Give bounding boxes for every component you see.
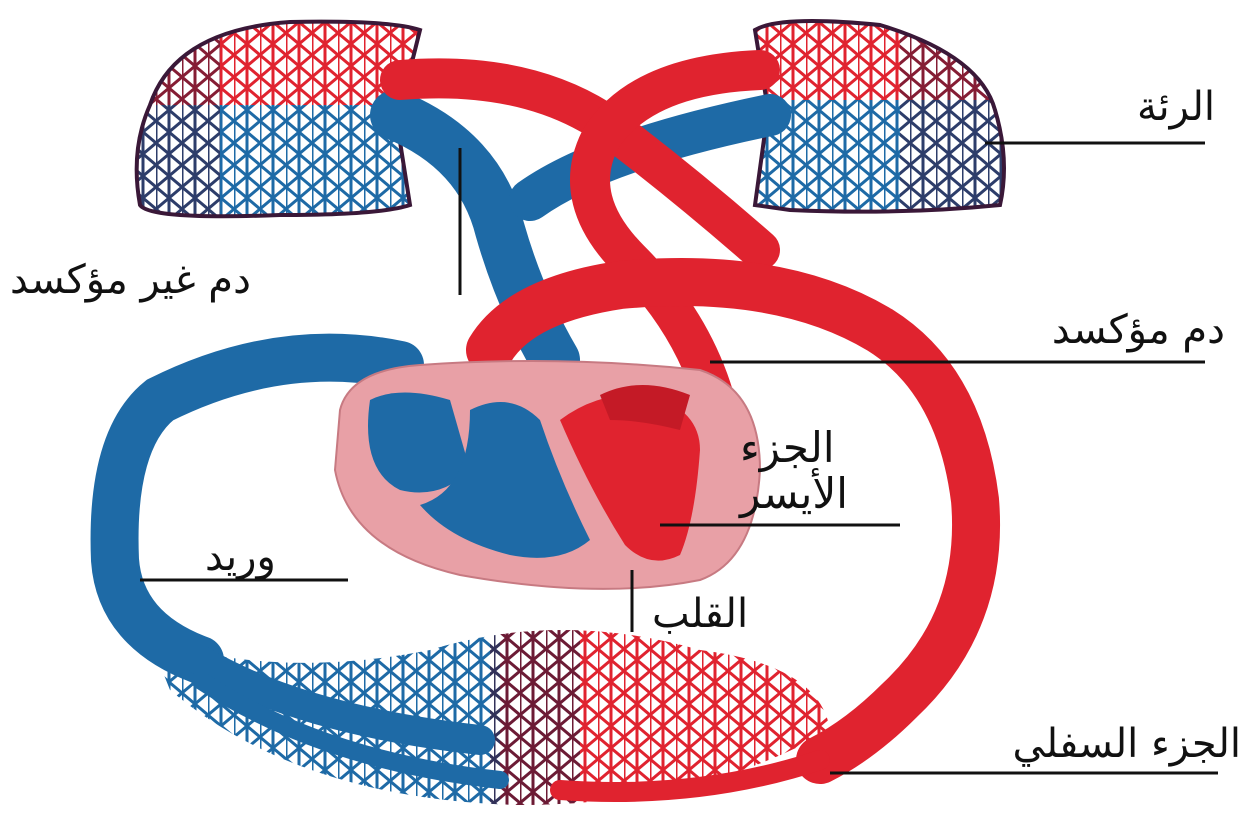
label-left-part-line1: الجزء [740, 425, 848, 471]
label-heart: القلب [652, 592, 748, 636]
label-left-part-line2: الأيسر [740, 471, 848, 517]
label-deoxygenated-blood: دم غير مؤكسد [10, 258, 251, 302]
label-left-part: الجزء الأيسر [740, 425, 848, 517]
label-vein: وريد [205, 535, 276, 579]
heart [335, 361, 760, 589]
label-oxygenated-blood: دم مؤكسد [1052, 308, 1225, 352]
label-lower-part: الجزء السفلي [1012, 722, 1241, 766]
label-lung: الرئة [1137, 85, 1215, 129]
